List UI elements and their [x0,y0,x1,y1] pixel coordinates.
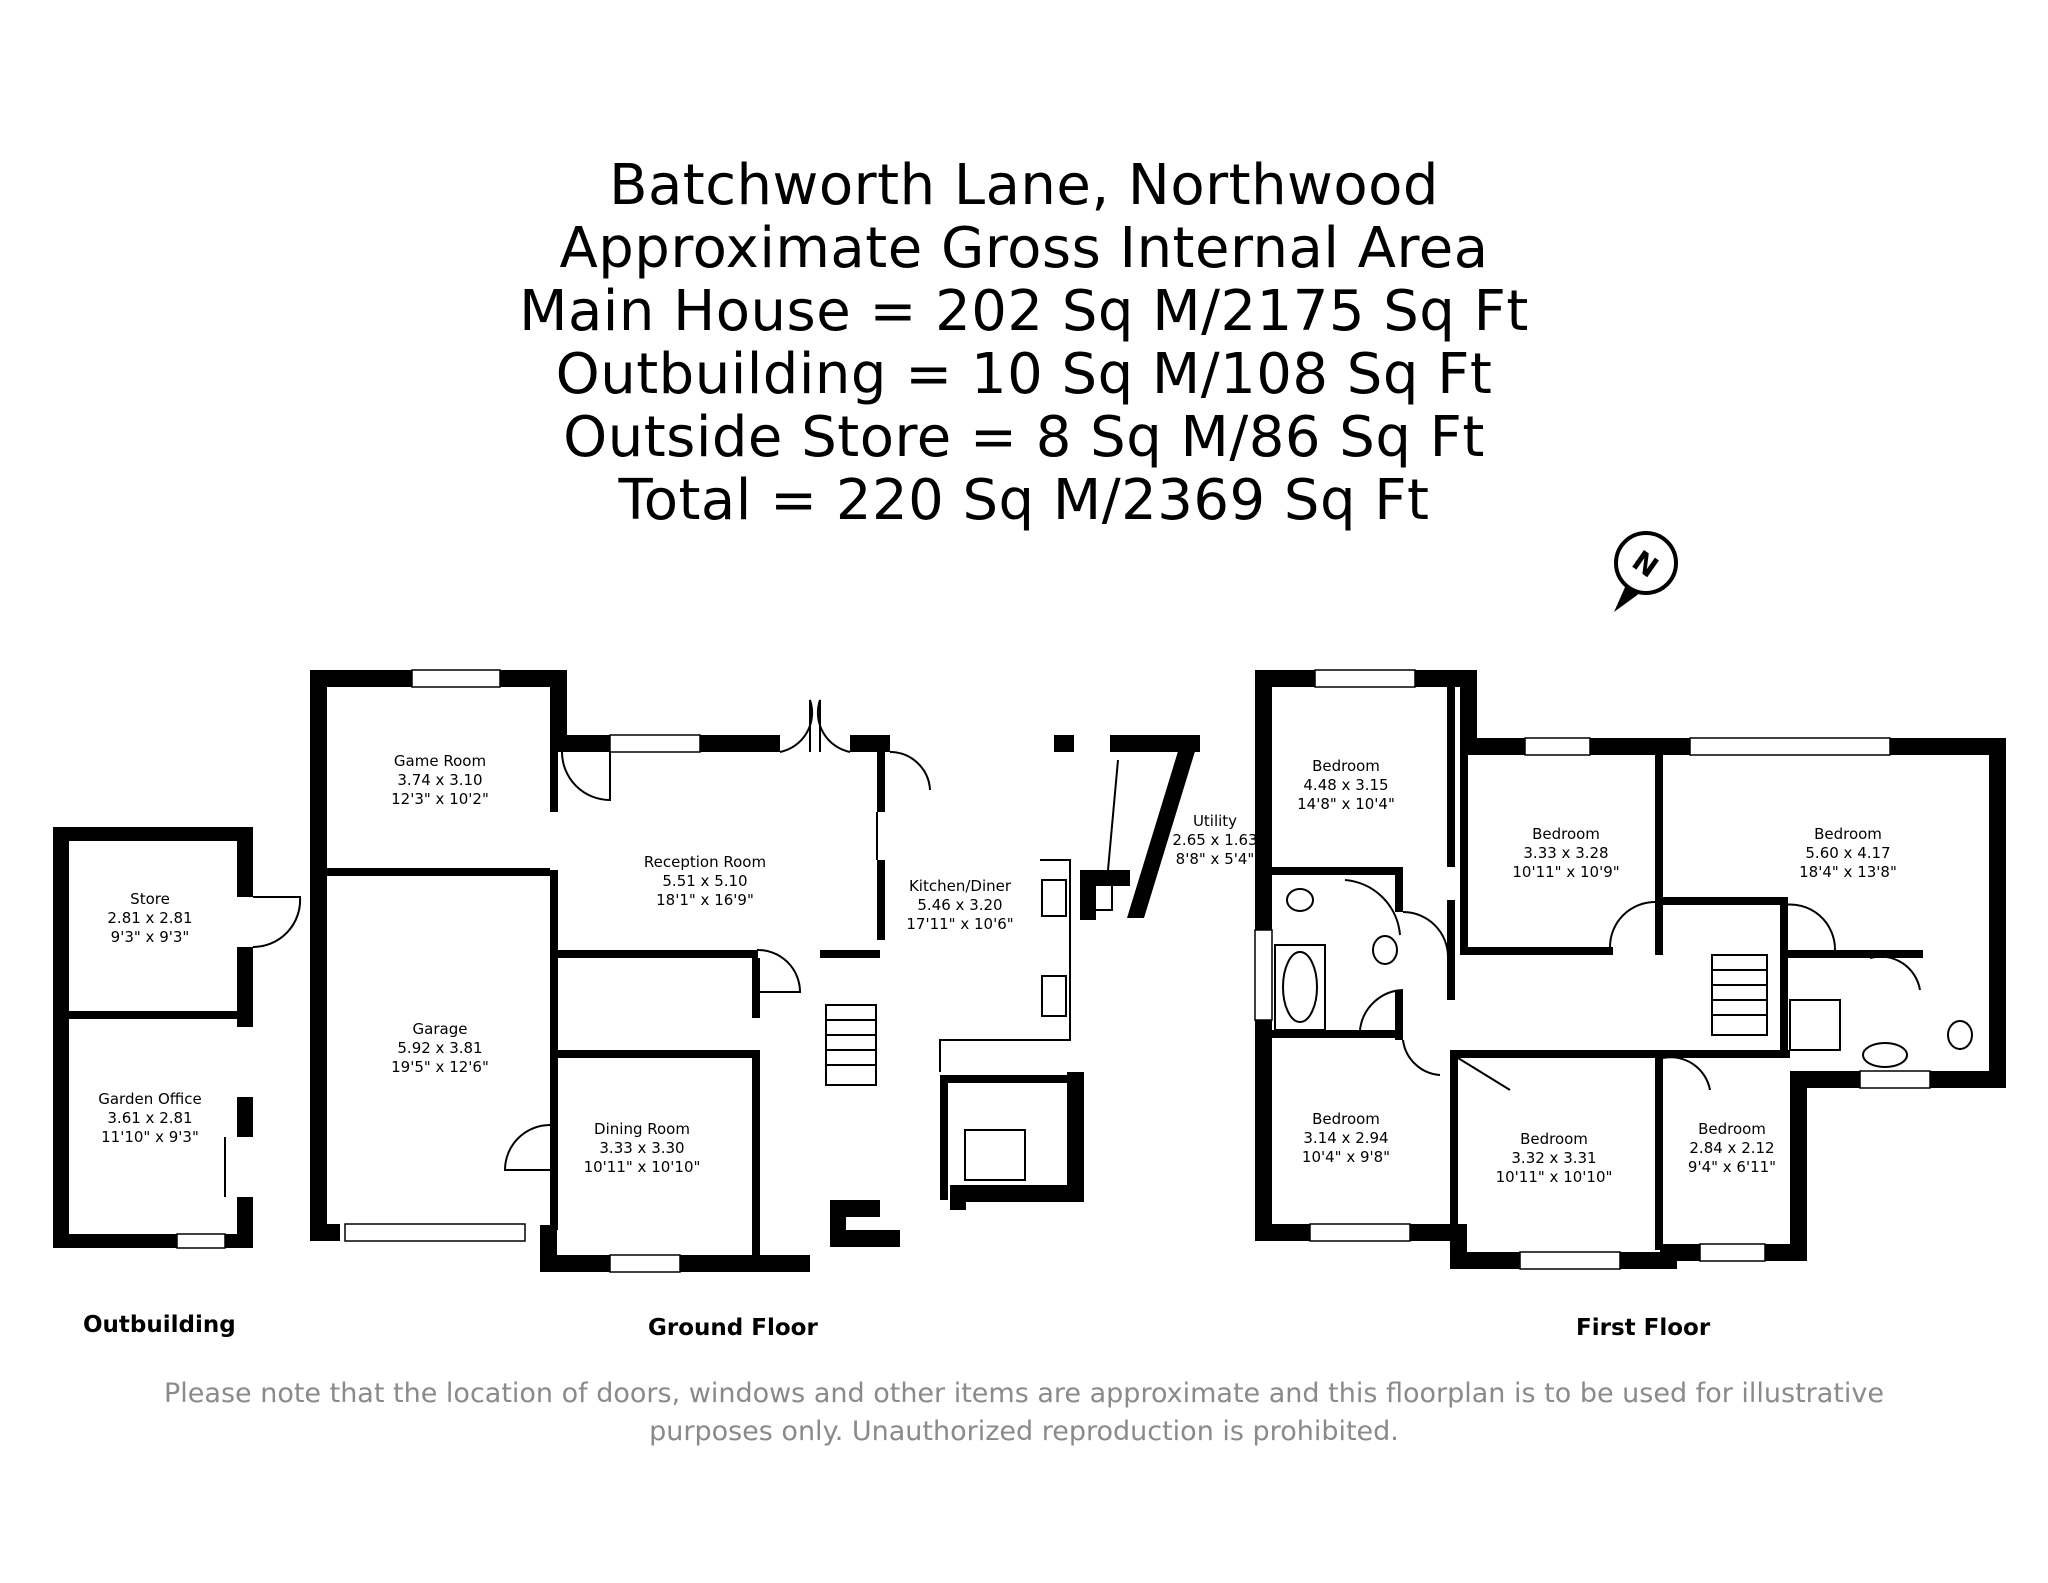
room-imperial: 12'3" x 10'2" [391,790,489,808]
room-imperial: 9'3" x 9'3" [110,928,190,946]
room-bedroom-3: Bedroom 5.60 x 4.17 18'4" x 13'8" [1799,825,1897,882]
room-imperial: 18'4" x 13'8" [1799,863,1897,881]
room-metric: 3.32 x 3.31 [1511,1149,1597,1167]
room-name: Bedroom [1814,825,1882,843]
room-bedroom-6: Bedroom 2.84 x 2.12 9'4" x 6'11" [1688,1120,1776,1177]
room-garden-office: Garden Office 3.61 x 2.81 11'10" x 9'3" [98,1090,202,1147]
room-metric: 2.81 x 2.81 [107,909,193,927]
room-metric: 3.61 x 2.81 [107,1109,193,1127]
ground-floor-label: Ground Floor [648,1315,818,1341]
room-name: Dining Room [594,1120,690,1138]
room-utility: Utility 2.65 x 1.63 8'8" x 5'4" [1172,812,1257,869]
room-name: Bedroom [1312,757,1380,775]
room-imperial: 14'8" x 10'4" [1297,795,1395,813]
room-imperial: 8'8" x 5'4" [1175,850,1255,868]
room-name: Bedroom [1520,1130,1588,1148]
room-metric: 3.33 x 3.30 [599,1139,685,1157]
room-bedroom-1: Bedroom 4.48 x 3.15 14'8" x 10'4" [1297,757,1395,814]
room-game-room: Game Room 3.74 x 3.10 12'3" x 10'2" [391,752,489,809]
room-metric: 3.74 x 3.10 [397,771,483,789]
room-metric: 3.33 x 3.28 [1523,844,1609,862]
room-name: Bedroom [1312,1110,1380,1128]
room-imperial: 18'1" x 16'9" [656,891,754,909]
room-name: Bedroom [1532,825,1600,843]
disclaimer-line-2: purposes only. Unauthorized reproduction… [649,1416,1399,1447]
room-name: Store [130,890,170,908]
room-name: Bedroom [1698,1120,1766,1138]
title-outbuilding: Outbuilding = 10 Sq M/108 Sq Ft [555,342,1493,407]
title-address: Batchworth Lane, Northwood [609,153,1439,218]
room-reception: Reception Room 5.51 x 5.10 18'1" x 16'9" [644,853,766,910]
title-main-house: Main House = 202 Sq M/2175 Sq Ft [519,279,1529,344]
room-metric: 5.92 x 3.81 [397,1039,483,1057]
title-total: Total = 220 Sq M/2369 Sq Ft [618,468,1430,533]
outbuilding-plan [53,827,302,1249]
room-metric: 3.14 x 2.94 [1303,1129,1389,1147]
room-name: Garage [412,1020,468,1038]
room-bedroom-5: Bedroom 3.32 x 3.31 10'11" x 10'10" [1496,1130,1613,1187]
first-floor-plan [1254,669,2006,1270]
room-imperial: 10'11" x 10'9" [1512,863,1620,881]
room-bedroom-2: Bedroom 3.33 x 3.28 10'11" x 10'9" [1512,825,1619,882]
room-imperial: 19'5" x 12'6" [391,1058,489,1076]
north-arrow-icon: N [1614,531,1678,612]
room-metric: 2.65 x 1.63 [1172,831,1258,849]
room-metric: 2.84 x 2.12 [1689,1139,1775,1157]
room-bedroom-4: Bedroom 3.14 x 2.94 10'4" x 9'8" [1302,1110,1390,1167]
disclaimer-line-1: Please note that the location of doors, … [164,1378,1884,1409]
first-floor-label: First Floor [1576,1315,1711,1341]
outbuilding-label: Outbuilding [83,1312,236,1338]
room-garage: Garage 5.92 x 3.81 19'5" x 12'6" [391,1020,489,1077]
room-name: Garden Office [98,1090,202,1108]
room-dining: Dining Room 3.33 x 3.30 10'11" x 10'10" [584,1120,701,1177]
room-metric: 4.48 x 3.15 [1303,776,1389,794]
title-area-heading: Approximate Gross Internal Area [559,216,1489,281]
room-metric: 5.51 x 5.10 [662,872,748,890]
room-metric: 5.46 x 3.20 [917,896,1003,914]
room-name: Game Room [393,752,487,770]
room-name: Kitchen/Diner [908,877,1012,895]
room-store: Store 2.81 x 2.81 9'3" x 9'3" [107,890,192,947]
room-name: Reception Room [643,853,767,871]
room-kitchen-diner: Kitchen/Diner 5.46 x 3.20 17'11" x 10'6" [906,877,1013,934]
title-outside-store: Outside Store = 8 Sq M/86 Sq Ft [563,405,1485,470]
room-metric: 5.60 x 4.17 [1805,844,1891,862]
room-imperial: 17'11" x 10'6" [906,915,1014,933]
room-imperial: 11'10" x 9'3" [101,1128,199,1146]
room-imperial: 9'4" x 6'11" [1687,1158,1777,1176]
room-imperial: 10'11" x 10'10" [1495,1168,1613,1186]
room-imperial: 10'4" x 9'8" [1301,1148,1391,1166]
room-imperial: 10'11" x 10'10" [583,1158,701,1176]
room-name: Utility [1192,812,1238,830]
ground-floor-plan [310,669,1200,1273]
